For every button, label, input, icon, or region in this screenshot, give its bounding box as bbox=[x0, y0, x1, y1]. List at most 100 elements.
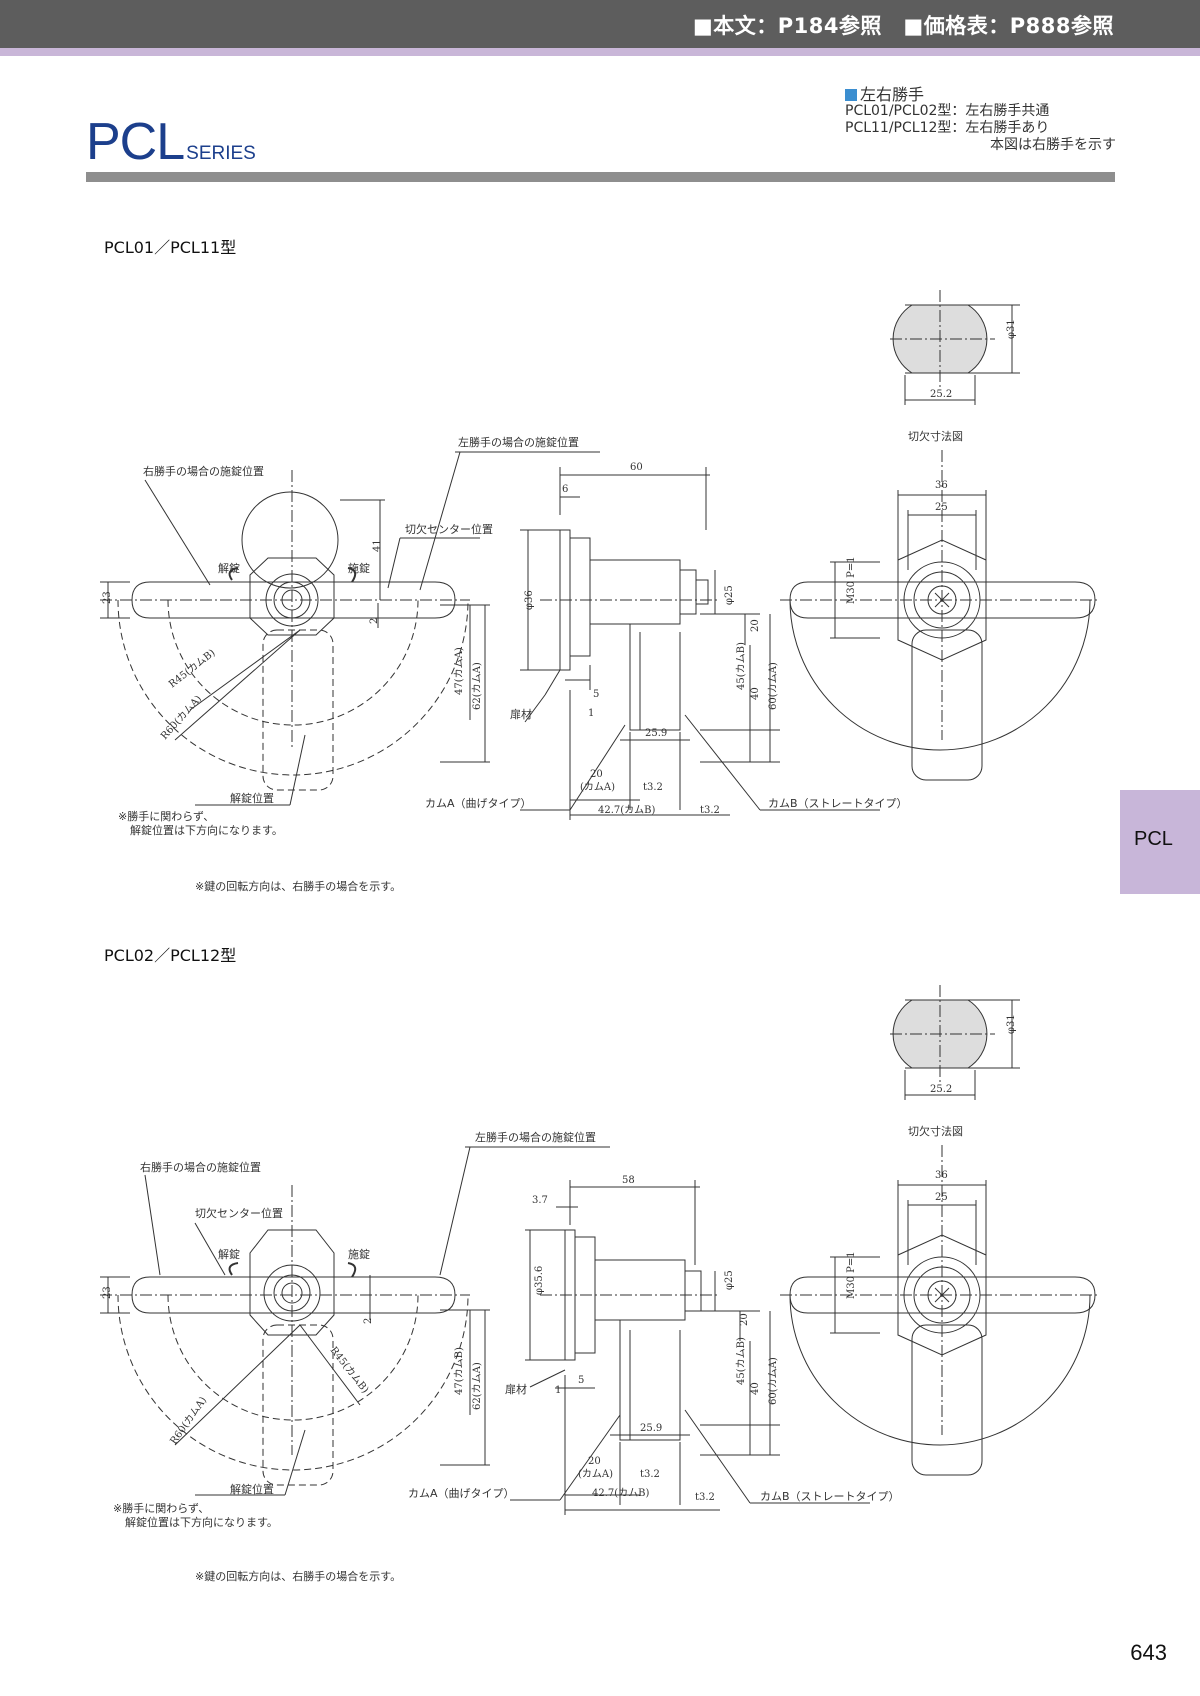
dim-45: 45(カムB) bbox=[735, 642, 747, 690]
dim-58: 58 bbox=[622, 1175, 635, 1186]
side-tab-label: PCL bbox=[1134, 828, 1173, 850]
dim-phi31: φ31 bbox=[1006, 1014, 1017, 1034]
dim-1: 1 bbox=[555, 1385, 561, 1396]
dim-20: 20 bbox=[739, 1313, 750, 1326]
dim-2: 2 bbox=[369, 618, 380, 624]
dim-20: 20 bbox=[750, 619, 761, 632]
dim-42-7: 42.7(カムB) bbox=[592, 1487, 650, 1499]
hand-note-title: 左右勝手 bbox=[860, 85, 925, 104]
note-line2: 解錠位置は下方向になります。 bbox=[130, 823, 283, 837]
dim-47: 47(カムB) bbox=[453, 1347, 465, 1395]
dim-5: 5 bbox=[578, 1375, 584, 1386]
header-bar: ■本文：P184参照 ■価格表：P888参照 bbox=[0, 0, 1200, 48]
side-tab-pcl[interactable]: PCL bbox=[1120, 790, 1200, 894]
side-view-1 bbox=[520, 467, 880, 820]
label-right-lock: 右勝手の場合の施錠位置 bbox=[140, 1160, 261, 1174]
dim-25: 25 bbox=[935, 502, 948, 513]
label-cut-center: 切欠センター位置 bbox=[195, 1206, 283, 1220]
dim-23: 23 bbox=[102, 591, 113, 604]
dim-41: 41 bbox=[372, 539, 383, 552]
dim-t3-2a: t3.2 bbox=[643, 782, 663, 793]
label-cam-b: カムB（ストレートタイプ） bbox=[768, 797, 908, 810]
technical-drawing-1: 右勝手の場合の施錠位置 左勝手の場合の施錠位置 切欠センター位置 解錠 施錠 解… bbox=[100, 290, 1100, 893]
label-unlock-arrow: 解錠 bbox=[218, 561, 240, 575]
dim-36: 36 bbox=[935, 480, 948, 491]
dim-45: 45(カムB) bbox=[735, 1337, 747, 1385]
dim-cam-a-small: (カムA) bbox=[578, 1468, 613, 1480]
dim-42-7: 42.7(カムB) bbox=[598, 804, 656, 816]
section-title-1: PCL01／PCL11型 bbox=[104, 238, 237, 257]
label-door-material: 扉材 bbox=[505, 1382, 527, 1396]
label-unlock-position: 解錠位置 bbox=[230, 1482, 274, 1496]
cutout-detail-1 bbox=[890, 290, 1020, 405]
section-title-2: PCL02／PCL12型 bbox=[104, 946, 237, 965]
label-rotation-note: ※鍵の回転方向は、右勝手の場合を示す。 bbox=[195, 879, 401, 893]
note-line1: ※勝手に関わらず、 bbox=[113, 1501, 209, 1515]
label-door-material: 扉材 bbox=[510, 707, 532, 721]
title-rule bbox=[86, 172, 1115, 182]
reference-text: ■本文：P184参照 ■価格表：P888参照 bbox=[692, 14, 1114, 38]
dim-t3-2b: t3.2 bbox=[700, 805, 720, 816]
label-cutout: 切欠寸法図 bbox=[908, 1124, 963, 1138]
note-line2: 解錠位置は下方向になります。 bbox=[125, 1515, 278, 1529]
dim-36: 36 bbox=[935, 1170, 948, 1181]
dim-1: 1 bbox=[588, 708, 594, 719]
dim-25-2: 25.2 bbox=[930, 1084, 952, 1095]
dim-2: 2 bbox=[363, 1318, 374, 1324]
dim-t3-2b: t3.2 bbox=[695, 1492, 715, 1503]
technical-drawing-2: 右勝手の場合の施錠位置 左勝手の場合の施錠位置 切欠センター位置 解錠 施錠 解… bbox=[100, 985, 1100, 1583]
dim-r60: R60(カムA) bbox=[168, 1394, 210, 1446]
dim-60a: 60(カムA) bbox=[767, 1357, 779, 1405]
label-left-lock: 左勝手の場合の施錠位置 bbox=[458, 435, 579, 449]
label-unlock-position: 解錠位置 bbox=[230, 791, 274, 805]
dim-40: 40 bbox=[750, 1382, 761, 1395]
dim-40: 40 bbox=[750, 687, 761, 700]
dim-6: 6 bbox=[562, 484, 568, 495]
label-cam-b: カムB（ストレートタイプ） bbox=[760, 1490, 900, 1503]
dim-62: 62(カムA) bbox=[471, 662, 483, 710]
dim-phi25: φ25 bbox=[724, 1270, 735, 1290]
front-view-1 bbox=[100, 451, 600, 806]
dim-m30: M30 P=1 bbox=[846, 1251, 857, 1299]
header-accent-strip bbox=[0, 48, 1200, 56]
label-cam-a: カムA（曲げタイプ） bbox=[425, 797, 532, 810]
label-cutout: 切欠寸法図 bbox=[908, 429, 963, 443]
dim-r45: R45(カムB) bbox=[166, 647, 217, 691]
back-view-2 bbox=[780, 1145, 1100, 1476]
label-right-lock: 右勝手の場合の施錠位置 bbox=[143, 464, 264, 478]
cutout-detail-2 bbox=[890, 985, 1020, 1100]
dim-phi25: φ25 bbox=[724, 585, 735, 605]
hand-note-line2: PCL11/PCL12型：左右勝手あり bbox=[845, 120, 1050, 136]
blue-square-icon bbox=[845, 89, 857, 101]
back-view-1 bbox=[780, 450, 1100, 781]
series-suffix: SERIES bbox=[186, 143, 256, 164]
label-lock-arrow: 施錠 bbox=[348, 561, 370, 575]
label-unlock-arrow: 解錠 bbox=[218, 1247, 240, 1261]
series-name: PCL bbox=[86, 113, 185, 171]
label-left-lock: 左勝手の場合の施錠位置 bbox=[475, 1130, 596, 1144]
dim-60: 60 bbox=[630, 462, 643, 473]
label-cam-a: カムA（曲げタイプ） bbox=[408, 1487, 515, 1500]
dim-62: 62(カムA) bbox=[471, 1362, 483, 1410]
dim-cam-a-small: (カムA) bbox=[580, 781, 615, 793]
label-rotation-note: ※鍵の回転方向は、右勝手の場合を示す。 bbox=[195, 1569, 401, 1583]
hand-note: 左右勝手 PCL01/PCL02型：左右勝手共通 PCL11/PCL12型：左右… bbox=[845, 86, 1116, 154]
dim-phi36: φ36 bbox=[524, 590, 535, 610]
dim-phi31: φ31 bbox=[1006, 319, 1017, 339]
label-cut-center: 切欠センター位置 bbox=[405, 522, 493, 536]
dim-20a: 20 bbox=[590, 769, 603, 780]
dim-t3-2a: t3.2 bbox=[640, 1469, 660, 1480]
dim-phi35-6: φ35.6 bbox=[534, 1266, 545, 1295]
note-line1: ※勝手に関わらず、 bbox=[118, 809, 214, 823]
dim-25: 25 bbox=[935, 1192, 948, 1203]
label-lock-arrow: 施錠 bbox=[348, 1247, 370, 1261]
dim-60a: 60(カムA) bbox=[767, 662, 779, 710]
hand-note-line3: 本図は右勝手を示す bbox=[990, 137, 1116, 153]
dim-20a: 20 bbox=[588, 1456, 601, 1467]
dim-23: 23 bbox=[102, 1286, 113, 1299]
dim-m30: M30 P=1 bbox=[846, 556, 857, 604]
dim-5: 5 bbox=[593, 689, 599, 700]
dim-25-2: 25.2 bbox=[930, 389, 952, 400]
page-number: 643 bbox=[1130, 1640, 1167, 1665]
